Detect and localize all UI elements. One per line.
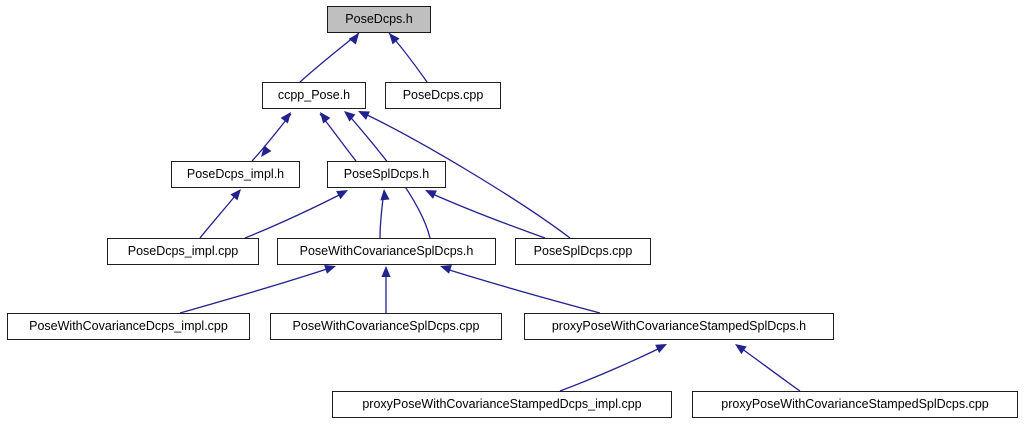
node-label: PoseSplDcps.h <box>343 167 430 182</box>
node-poseDcpsImplH[interactable]: PoseDcps_impl.h <box>171 161 300 188</box>
node-poseDcpsH[interactable]: PoseDcps.h <box>327 6 431 33</box>
node-label: PoseWithCovarianceSplDcps.h <box>299 244 474 259</box>
edge-arrowhead <box>320 112 331 124</box>
node-label: PoseWithCovarianceSplDcps.cpp <box>292 319 480 334</box>
node-poseDcpsImplCpp[interactable]: PoseDcps_impl.cpp <box>107 238 259 265</box>
edge-arrowhead <box>280 112 291 124</box>
node-label: ccpp_Pose.h <box>277 88 351 103</box>
node-ccppPoseH[interactable]: ccpp_Pose.h <box>262 82 366 109</box>
node-poseSplDcpsCpp[interactable]: PoseSplDcps.cpp <box>515 238 651 265</box>
graph-edge <box>379 189 390 239</box>
node-label: proxyPoseWithCovarianceStampedSplDcps.h <box>551 319 807 334</box>
edge-arrowhead <box>440 265 452 274</box>
node-label: PoseDcps.cpp <box>402 88 484 103</box>
graph-edge <box>425 190 546 239</box>
graph-edge <box>381 266 391 313</box>
node-label: proxyPoseWithCovarianceStampedSplDcps.cp… <box>721 397 989 412</box>
node-label: PoseDcps_impl.h <box>186 167 285 182</box>
graph-edge <box>388 32 428 83</box>
node-proxyPoseWithCovStampedSplDcpsCpp[interactable]: proxyPoseWithCovarianceStampedSplDcps.cp… <box>692 391 1018 418</box>
graph-edge <box>251 112 292 162</box>
edge-arrowhead <box>348 33 359 45</box>
edge-arrowhead <box>381 266 391 277</box>
node-label: PoseWithCovarianceDcps_impl.cpp <box>29 319 228 334</box>
edge-arrowhead <box>425 190 437 199</box>
node-poseWithCovDcpsImplCpp[interactable]: PoseWithCovarianceDcps_impl.cpp <box>7 313 250 340</box>
edge-arrowhead <box>380 189 390 201</box>
edge-arrowhead <box>324 265 336 274</box>
node-label: PoseDcps.h <box>345 12 413 27</box>
edge-arrowhead <box>261 145 272 157</box>
edge-arrowhead <box>655 344 667 353</box>
node-proxyPoseWithCovStampedSplDcpsH[interactable]: proxyPoseWithCovarianceStampedSplDcps.h <box>524 313 834 340</box>
node-poseSplDcpsH[interactable]: PoseSplDcps.h <box>327 161 446 188</box>
graph-edge <box>559 344 667 392</box>
node-label: PoseSplDcps.cpp <box>533 244 633 259</box>
graph-edge <box>358 111 571 239</box>
edge-arrowhead <box>389 33 400 45</box>
graph-edge <box>299 32 360 83</box>
node-poseWithCovSplDcpsCpp[interactable]: PoseWithCovarianceSplDcps.cpp <box>270 313 502 340</box>
edge-arrowhead <box>336 190 348 200</box>
edge-arrowhead <box>230 189 241 201</box>
node-proxyPoseWithCovStampedDcpsImplCpp[interactable]: proxyPoseWithCovarianceStampedDcps_impl.… <box>332 391 672 418</box>
node-label: PoseDcps_impl.cpp <box>127 244 239 259</box>
node-poseDcpsCpp[interactable]: PoseDcps.cpp <box>385 82 501 109</box>
node-label: proxyPoseWithCovarianceStampedDcps_impl.… <box>362 397 642 412</box>
edge-arrowhead <box>344 111 356 122</box>
edge-arrowhead <box>735 344 747 355</box>
node-poseWithCovSplDcpsH[interactable]: PoseWithCovarianceSplDcps.h <box>277 238 496 265</box>
graph-edge <box>179 265 336 314</box>
graph-edge <box>440 265 601 314</box>
graph-edge <box>244 190 348 239</box>
graph-edge <box>199 189 241 239</box>
graph-edge <box>735 344 801 392</box>
edge-arrowhead <box>358 111 370 120</box>
graph-edge <box>319 112 357 162</box>
